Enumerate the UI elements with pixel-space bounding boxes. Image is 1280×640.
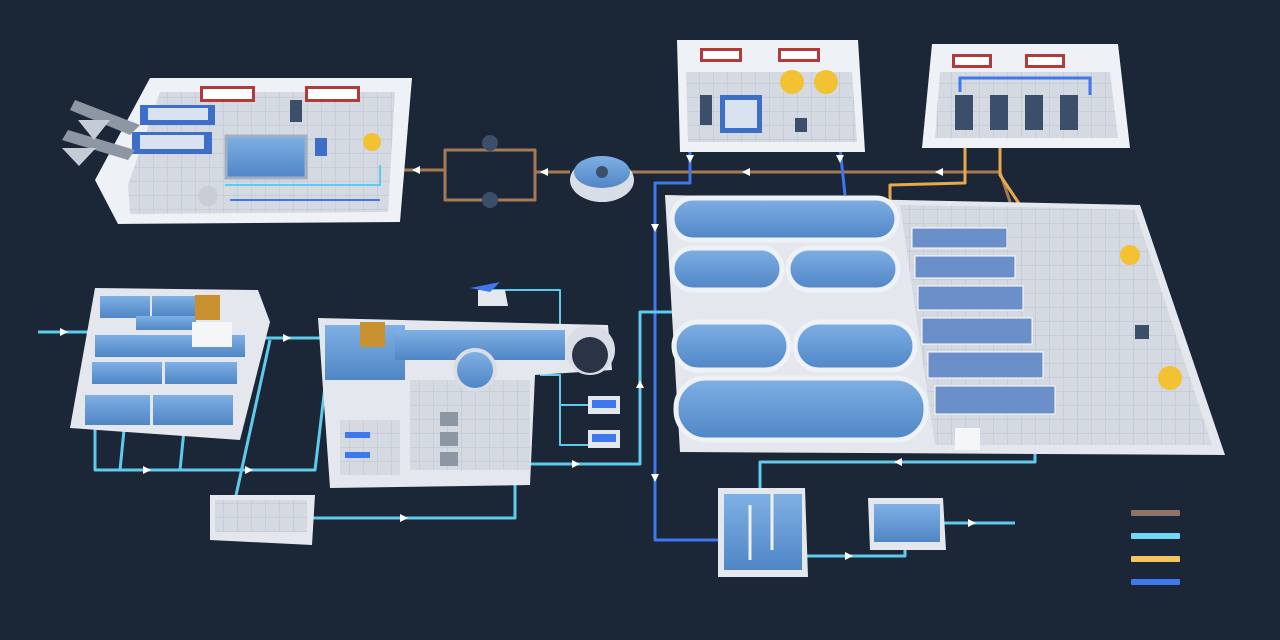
flow-arrow-icon [540, 168, 548, 176]
flow-arrow-icon [651, 224, 659, 232]
legend-swatch-sludge [1131, 510, 1180, 516]
dewatering-building [95, 78, 412, 224]
water-pipe [310, 480, 517, 520]
legend-swatch-chemical [1131, 556, 1180, 562]
flow-arrow-icon [60, 328, 68, 336]
sludge-thickener [570, 156, 634, 202]
dosing-units [588, 396, 620, 448]
flow-arrow-icon [400, 514, 408, 522]
legend-swatch-water [1131, 533, 1180, 539]
dosing-building [677, 40, 865, 152]
flow-arrow-icon [572, 460, 580, 468]
sludge-pipe [400, 148, 537, 202]
water-pipe [233, 339, 272, 501]
blower-building [922, 44, 1130, 148]
biological-treatment-complex [665, 195, 1225, 455]
pipe-legend [1131, 510, 1180, 602]
flow-arrow-icon [245, 466, 253, 474]
flow-arrow-icon [283, 334, 291, 342]
flow-arrow-icon [412, 166, 420, 174]
effluent-tank [868, 498, 946, 550]
flow-arrow-icon [845, 552, 853, 560]
primary-treatment-complex [318, 318, 615, 488]
water-pipe [540, 374, 590, 446]
flow-arrow-icon [742, 168, 750, 176]
screening-unit [470, 282, 508, 306]
sludge-pumps [482, 135, 498, 208]
sludge-silos [62, 100, 140, 166]
chemical-pipe [888, 140, 967, 210]
flow-arrows [60, 155, 976, 560]
flow-arrow-icon [836, 155, 844, 163]
flow-arrow-icon [686, 155, 694, 163]
air-pipe [653, 145, 718, 542]
flow-arrow-icon [894, 458, 902, 466]
flow-arrow-icon [651, 474, 659, 482]
flow-arrow-icon [143, 466, 151, 474]
disinfection-tank [718, 488, 808, 577]
water-pipe [93, 344, 332, 472]
flow-arrow-icon [636, 380, 644, 388]
control-building [210, 495, 315, 545]
pretreatment-tanks [70, 288, 270, 440]
flow-arrow-icon [935, 168, 943, 176]
legend-swatch-air [1131, 579, 1180, 585]
flow-arrow-icon [968, 519, 976, 527]
